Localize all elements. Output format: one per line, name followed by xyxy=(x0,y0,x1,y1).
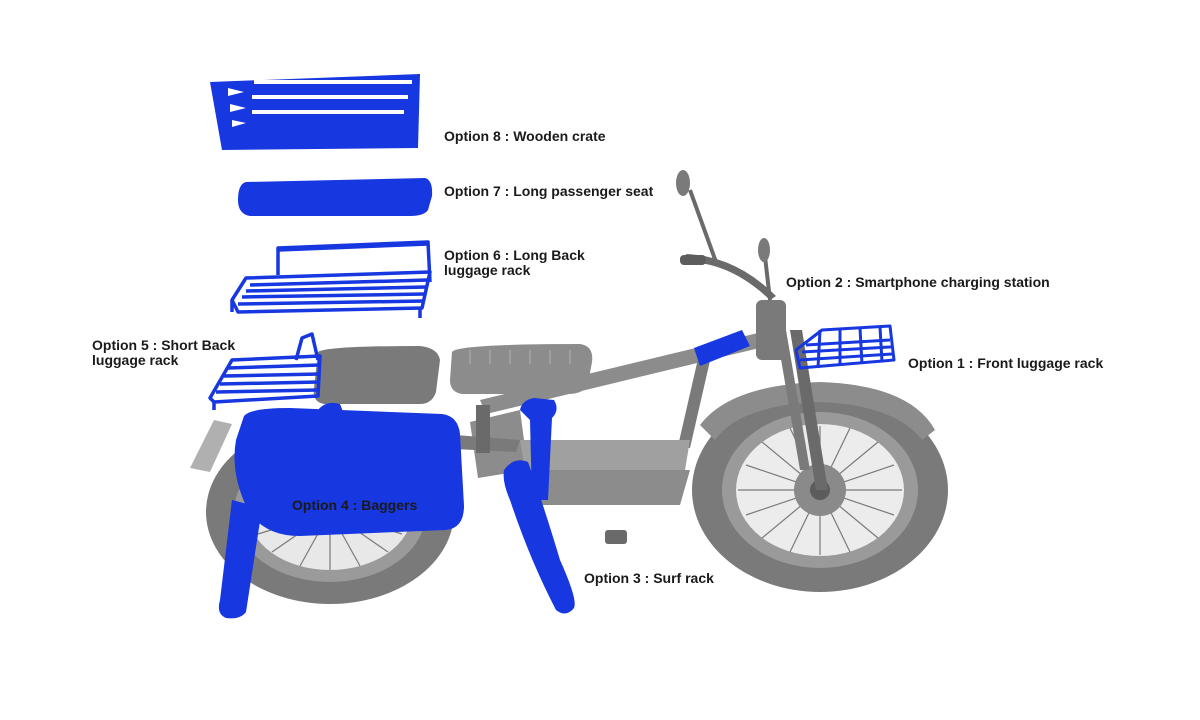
long-passenger-seat-icon xyxy=(238,178,433,216)
wooden-crate-icon xyxy=(210,74,420,150)
short-back-luggage-rack-icon xyxy=(208,332,322,410)
option-2-label: Option 2 : Smartphone charging station xyxy=(786,274,1050,290)
option-4-label: Option 4 : Baggers xyxy=(292,497,418,513)
option-5-label: Option 5 : Short Back luggage rack xyxy=(92,338,235,368)
option-7-label: Option 7 : Long passenger seat xyxy=(444,183,654,199)
option-6-label-line1: Option 6 : Long Back xyxy=(444,247,585,263)
motorcycle xyxy=(190,170,948,604)
option-6-label-line2: luggage rack xyxy=(444,262,531,278)
option-3-label: Option 3 : Surf rack xyxy=(584,570,714,586)
option-1-label: Option 1 : Front luggage rack xyxy=(908,355,1104,371)
smartphone-charging-station-icon xyxy=(694,330,750,366)
option-6-label: Option 6 : Long Back luggage rack xyxy=(444,248,585,278)
front-luggage-rack-icon xyxy=(794,324,896,370)
option-5-label-line1: Option 5 : Short Back xyxy=(92,337,236,353)
option-5-label-line2: luggage rack xyxy=(92,352,179,368)
surf-rack-icon xyxy=(503,398,575,614)
baggers-icon xyxy=(218,402,464,619)
long-back-luggage-rack-icon xyxy=(230,240,432,318)
option-8-label: Option 8 : Wooden crate xyxy=(444,128,606,144)
